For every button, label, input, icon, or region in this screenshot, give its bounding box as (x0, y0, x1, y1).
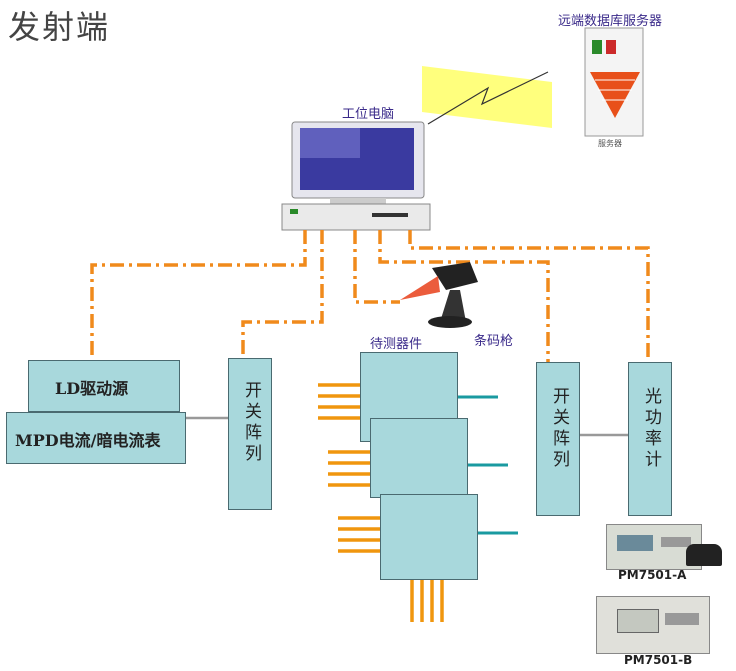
switch-left-label: 开关阵列 (241, 381, 261, 465)
barcode-gun-icon (400, 262, 478, 328)
server-label: 远端数据库服务器 (558, 14, 663, 29)
dut-2 (370, 418, 468, 498)
pm7501-b-device (596, 596, 710, 654)
optical-head-icon (686, 544, 722, 566)
switch-array-left: 开关阵列 (228, 358, 272, 510)
power-meter-box: 光功率计 (628, 362, 672, 516)
mpd-meter-box: MPD电流/暗电流表 (6, 412, 186, 464)
ld-driver-box: LD驱动源 (28, 360, 180, 412)
page-title: 发射端 (8, 8, 111, 46)
wireless-link (422, 66, 552, 128)
workstation-label: 工位电脑 (342, 107, 395, 122)
pm7501-a-label: PM7501-A (618, 568, 687, 582)
barcode-gun-label: 条码枪 (474, 334, 514, 349)
dut-3 (380, 494, 478, 580)
server-icon (584, 27, 644, 137)
dut-label: 待测器件 (370, 337, 423, 352)
power-meter-label: 光功率计 (641, 387, 661, 471)
workstation-computer-icon (281, 121, 431, 231)
dut-leads (458, 395, 518, 535)
server-small-label: 服务器 (598, 139, 622, 148)
switch-array-right: 开关阵列 (536, 362, 580, 516)
mpd-meter-label: MPD电流/暗电流表 (15, 431, 161, 450)
computer-connections (90, 230, 650, 362)
switch-right-label: 开关阵列 (549, 387, 569, 471)
gray-connections (185, 416, 628, 437)
pm7501-b-label: PM7501-B (624, 653, 693, 667)
ld-driver-label: LD驱动源 (55, 379, 129, 398)
